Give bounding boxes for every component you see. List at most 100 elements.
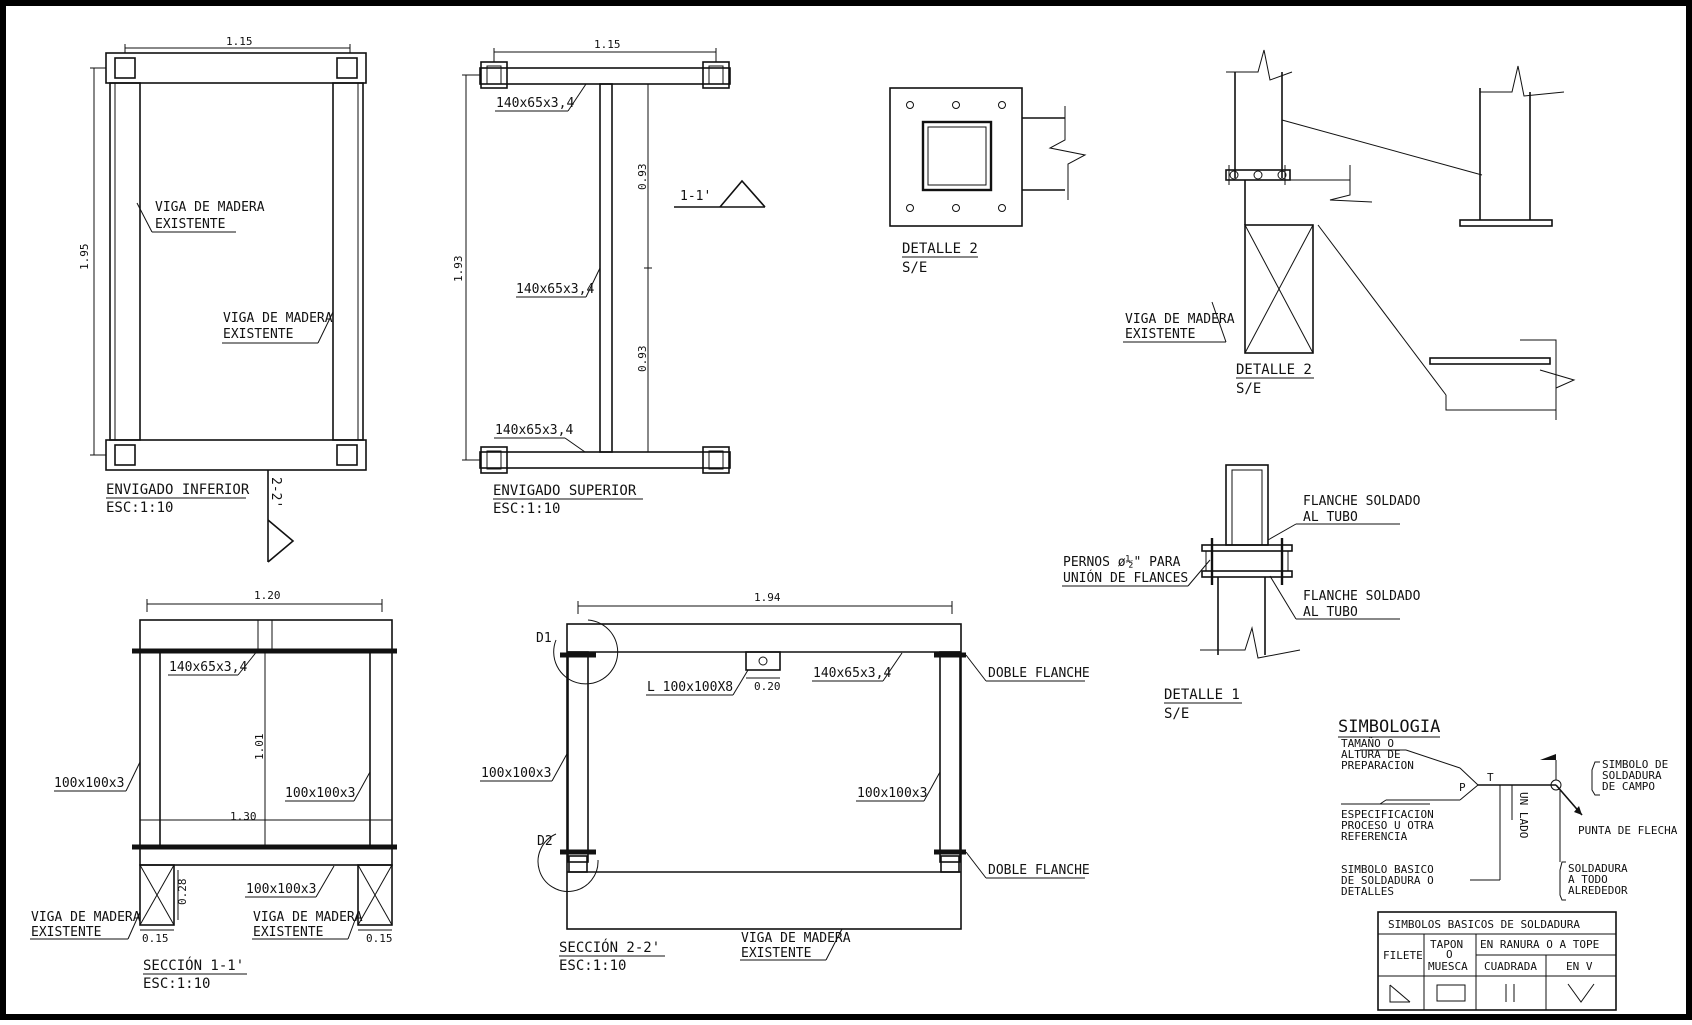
envigado-inferior-scale: ESC:1:10 [106,500,173,516]
seccion-1-wood-right-2: EXISTENTE [253,925,323,940]
simbologia-letter-p: P [1459,781,1466,794]
detalle-1-flange-top-1: FLANCHE SOLDADO [1303,494,1421,509]
simbologia-letter-t: T [1487,771,1494,784]
simbologia-size-1: TAMAÑO O [1341,737,1394,750]
envigado-inferior-label-left-1: VIGA DE MADERA [155,200,265,215]
simbologia-size-2: ALTURA DE [1341,748,1401,761]
simbologia: SIMBOLOGIA T P UN LADO TAMAÑO O ALTURA D… [1338,717,1678,901]
envigado-superior-dim-upper: 0.93 [636,164,649,191]
envigado-superior-dim-width: 1.15 [594,38,621,51]
table-col-tapon-2: O [1446,948,1453,961]
seccion-2-angle: L 100x100X8 [647,680,733,695]
detalle-1-flange-bottom-1: FLANCHE SOLDADO [1303,589,1421,604]
envigado-inferior-dim-width: 1.15 [226,35,253,48]
simbologia-size-3: PREPARACION [1341,759,1414,772]
simbologia-arrow: PUNTA DE FLECHA [1578,824,1678,837]
table-sub-cuadrada: CUADRADA [1484,960,1537,973]
simbologia-title: SIMBOLOGIA [1338,717,1440,737]
simbologia-basic-1: SIMBOLO BASICO [1341,863,1434,876]
table-col-filete: FILETE [1383,949,1423,962]
seccion-2-title: SECCIÓN 2-2' [559,938,660,956]
seccion-2-dim-top: 1.94 [754,591,781,604]
envigado-inferior-dim-height: 1.95 [78,244,91,271]
seccion-1-post-left: 100x100x3 [54,776,124,791]
seccion-1-post-right: 100x100x3 [285,786,355,801]
seccion-1-title: SECCIÓN 1-1' [143,956,244,974]
table-col-tapon-1: TAPON [1430,938,1463,951]
envigado-superior-title: ENVIGADO SUPERIOR [493,483,637,499]
simbologia-basic-2: DE SOLDADURA O [1341,874,1434,887]
detalle-1-title: DETALLE 1 [1164,687,1240,703]
table-sub-en-v: EN V [1566,960,1593,973]
seccion-2-post-left: 100x100x3 [481,766,551,781]
envigado-inferior-label-right-2: EXISTENTE [223,327,293,342]
simbologia-field-3: DE CAMPO [1602,780,1655,793]
simbologia-around-3: ALREDEDOR [1568,884,1628,897]
seccion-1-dim-left-w: 0.15 [142,932,169,945]
welding-symbols-table: SIMBOLOS BASICOS DE SOLDADURA FILETE TAP… [1377,911,1617,1011]
simbologia-spec-3: REFERENCIA [1341,830,1408,843]
envigado-superior-dim-lower: 0.93 [636,346,649,373]
detalle-1-flange-top-2: AL TUBO [1303,510,1358,525]
detalle-1: FLANCHE SOLDADO AL TUBO FLANCHE SOLDADO … [1062,464,1421,722]
envigado-inferior-label-right-1: VIGA DE MADERA [223,311,333,326]
simbologia-basic-3: DETALLES [1341,885,1394,898]
simbologia-around-1: SOLDADURA [1568,862,1628,875]
detalle-2-elev-title: DETALLE 2 [1236,362,1312,378]
detalle-2-elev-scale: S/E [1236,381,1261,397]
detalle-2-elev-label-2: EXISTENTE [1125,327,1195,342]
detalle-2-plan-title: DETALLE 2 [902,241,978,257]
envigado-superior-profile-top: 140x65x3,4 [496,96,574,111]
seccion-1-dim-inner: 1.30 [230,810,257,823]
seccion-2-flange-top: DOBLE FLANCHE [988,666,1090,681]
table-header: SIMBOLOS BASICOS DE SOLDADURA [1388,918,1580,931]
envigado-superior-profile-bottom: 140x65x3,4 [495,423,573,438]
simbologia-field-1: SIMBOLO DE [1602,758,1668,771]
seccion-1-wood-left-1: VIGA DE MADERA [31,910,141,925]
detalle-2-elevation: VIGA DE MADERA EXISTENTE DETALLE 2 S/E [1123,49,1576,420]
detalle-1-bolts-2: UNIÓN DE FLANCES [1063,570,1188,586]
detalle-2-plan-scale: S/E [902,260,927,276]
seccion-1-dim-height: 1.01 [253,734,266,761]
seccion-2-flange-bottom: DOBLE FLANCHE [988,863,1090,878]
detalle-1-bolts-1: PERNOS ø½" PARA [1063,555,1181,570]
detalle-1-scale: S/E [1164,706,1189,722]
simbologia-spec-1: ESPECIFICACION [1341,808,1434,821]
simbologia-side: UN LADO [1517,792,1530,838]
seccion-2-wood-1: VIGA DE MADERA [741,931,851,946]
seccion-1: 1.20 1.30 1.01 0.28 0.15 0.15 140x65x3,4… [30,589,397,992]
envigado-superior-cut-mark: 1-1' [680,189,711,204]
seccion-2-mark-d2: D2 [537,834,553,849]
envigado-inferior-cut-mark: 2-2' [268,477,283,508]
simbologia-spec-2: PROCESO U OTRA [1341,819,1434,832]
seccion-2-angle-dim: 0.20 [754,680,781,693]
envigado-superior-scale: ESC:1:10 [493,501,560,517]
seccion-2: 0.20 D1 D2 1.94 L 100x100X8 140x65x3,4 D… [480,591,1090,974]
simbologia-field-2: SOLDADURA [1602,769,1662,782]
seccion-1-wood-left-2: EXISTENTE [31,925,101,940]
seccion-2-profile-top: 140x65x3,4 [813,666,891,681]
seccion-2-scale: ESC:1:10 [559,958,626,974]
seccion-2-mark-d1: D1 [536,631,552,646]
detalle-2-plan: DETALLE 2 S/E [889,87,1087,276]
envigado-superior-dim-height: 1.93 [452,256,465,283]
seccion-1-dim-right-w: 0.15 [366,932,393,945]
seccion-1-dim-top: 1.20 [254,589,281,602]
detalle-2-elev-label-1: VIGA DE MADERA [1125,312,1235,327]
detalle-1-flange-bottom-2: AL TUBO [1303,605,1358,620]
table-col-tapon-3: MUESCA [1428,960,1468,973]
table-col-ranura: EN RANURA O A TOPE [1480,938,1599,951]
seccion-1-beam-bottom: 100x100x3 [246,882,316,897]
seccion-1-wood-right-1: VIGA DE MADERA [253,910,363,925]
seccion-1-dim-base: 0.28 [176,879,189,906]
envigado-superior: 1.15 1.93 0.93 0.93 140x65x3,4 140x65x3,… [452,38,766,517]
envigado-inferior: 1.15 1.95 VIGA DE MADERA EXISTENTE VIGA … [78,35,367,563]
simbologia-around-2: A TODO [1568,873,1608,886]
envigado-superior-profile-mid: 140x65x3,4 [516,282,594,297]
envigado-inferior-label-left-2: EXISTENTE [155,217,225,232]
seccion-2-post-right: 100x100x3 [857,786,927,801]
seccion-1-profile-top: 140x65x3,4 [169,660,247,675]
